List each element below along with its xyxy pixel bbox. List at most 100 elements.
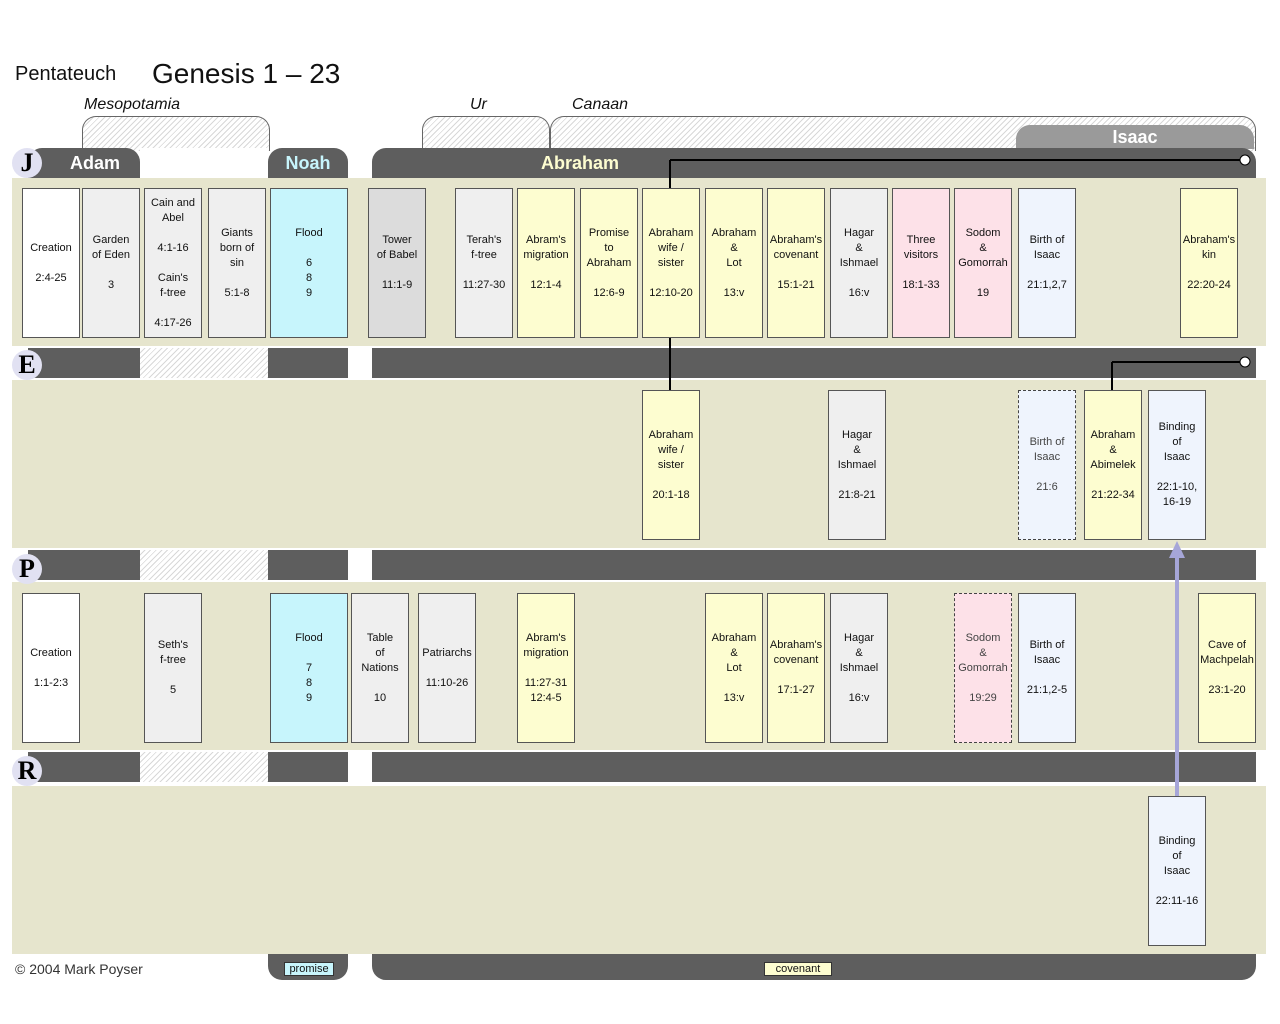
card-title: Abraham's kin xyxy=(1182,234,1236,261)
card-title: Birth of Isaac xyxy=(1029,234,1065,261)
region-box-mesopotamia xyxy=(82,116,270,151)
j-card: Abraham & Lot 13:v xyxy=(705,188,763,338)
source-bar-noah xyxy=(268,550,348,580)
copyright: © 2004 Mark Poyser xyxy=(15,961,143,977)
card-ref: 16:v xyxy=(848,286,870,299)
card-ref: 10 xyxy=(373,691,387,704)
card-ref: 4:17-26 xyxy=(154,316,192,329)
source-bar-left xyxy=(28,348,140,378)
card-title: Abram's migration xyxy=(523,234,569,261)
card-ref: 12:6-9 xyxy=(593,286,625,299)
card-title: Promise to Abraham xyxy=(586,226,632,269)
card-ref: 11:27-31 12:4-5 xyxy=(524,676,568,704)
card-ref: 11:1-9 xyxy=(381,279,413,291)
region-ur: Ur xyxy=(470,96,487,113)
source-bar-hatch xyxy=(140,752,268,782)
source-bar-noah xyxy=(268,348,348,378)
content-band xyxy=(12,786,1266,954)
source-bar-hatch xyxy=(140,550,268,580)
p-card: Sodom & Gomorrah 19:29 xyxy=(954,593,1012,743)
source-bar-abraham xyxy=(372,148,1256,178)
card-ref: 18:1-33 xyxy=(902,279,940,291)
card-ref: 15:1-21 xyxy=(777,279,815,291)
card-title: Hagar & Ishmael xyxy=(839,226,879,269)
card-title: Abraham's covenant xyxy=(769,639,823,666)
card-ref: 16:v xyxy=(848,691,870,704)
region-mesopotamia: Mesopotamia xyxy=(84,96,181,113)
source-bar-hatch xyxy=(140,148,268,178)
page-title: Genesis 1 – 23 xyxy=(152,58,341,89)
band-noah: Noah xyxy=(285,153,331,173)
card-title: Seth's f-tree xyxy=(157,639,189,666)
card-ref: 7 8 9 xyxy=(305,661,313,704)
card-ref: 13:v xyxy=(723,691,745,704)
card-title: Flood xyxy=(295,226,323,239)
card-title: Binding of Isaac xyxy=(1158,834,1196,877)
card-title: Flood xyxy=(295,631,323,644)
source-e: E xyxy=(12,350,42,380)
card-title: Hagar & Ishmael xyxy=(837,428,877,471)
source-bar-noah xyxy=(268,752,348,782)
card-title: Abraham & Abimelek xyxy=(1090,428,1136,471)
source-bar-left xyxy=(28,148,140,178)
card-ref: 19:29 xyxy=(969,691,997,704)
card-ref: 3 xyxy=(107,279,115,291)
card-ref: 12:1-4 xyxy=(530,279,562,291)
card-title: Abram's migration xyxy=(523,631,569,659)
card-title: Creation xyxy=(30,241,72,254)
card-title: Tower of Babel xyxy=(376,234,418,261)
card-title: Sodom & Gomorrah xyxy=(958,631,1008,674)
legend-covenant: covenant xyxy=(764,962,832,976)
p-card: Birth of Isaac 21:1,2-5 xyxy=(1018,593,1076,743)
p-card: Flood 7 8 9 xyxy=(270,593,348,743)
card-title: Abraham & Lot xyxy=(711,631,757,674)
card-title: Patriarchs xyxy=(422,646,472,659)
card-ref: 21:8-21 xyxy=(838,488,876,501)
band-isaac: Isaac xyxy=(1016,125,1254,149)
card-title: Birth of Isaac xyxy=(1029,436,1065,463)
legend-promise: promise xyxy=(284,962,334,976)
card-ref: 1:1-2:3 xyxy=(33,676,69,689)
card-ref: 21:1,2-5 xyxy=(1026,684,1068,696)
card-ref: 13:v xyxy=(723,286,745,299)
card-title: Garden of Eden xyxy=(92,234,130,261)
j-card: Abram's migration 12:1-4 xyxy=(517,188,575,338)
card-ref: 21:6 xyxy=(1036,481,1058,493)
source-p: P xyxy=(12,554,42,584)
card-ref: 6 8 9 xyxy=(305,256,313,299)
card-title: Abraham & Lot xyxy=(711,226,757,269)
card-ref: 11:10-26 xyxy=(425,676,469,689)
e-card: Hagar & Ishmael 21:8-21 xyxy=(828,390,886,540)
card-ref: 23:1-20 xyxy=(1208,684,1246,696)
band-adam: Adam xyxy=(69,153,120,173)
source-r: R xyxy=(12,756,42,786)
source-bar-left xyxy=(28,752,140,782)
p-card: Abraham & Lot 13:v xyxy=(705,593,763,743)
band-abraham: Abraham xyxy=(540,153,620,173)
source-bar-hatch xyxy=(140,348,268,378)
card-ref: 20:1-18 xyxy=(652,488,690,501)
card-ref: 21:22-34 xyxy=(1091,488,1135,501)
card-title: Terah's f-tree xyxy=(466,234,502,261)
e-card: Abraham wife / sister 20:1-18 xyxy=(642,390,700,540)
card-title: Sodom & Gomorrah xyxy=(958,226,1008,269)
j-card: Flood 6 8 9 xyxy=(270,188,348,338)
p-card: Patriarchs 11:10-26 xyxy=(418,593,476,743)
card-ref: 22:11-16 xyxy=(1155,894,1199,907)
card-title: Three visitors xyxy=(903,234,939,261)
p-card: Cave of Machpelah 23:1-20 xyxy=(1198,593,1256,743)
card-title: Cave of Machpelah xyxy=(1200,639,1254,666)
card-ref: 21:1,2,7 xyxy=(1027,279,1067,291)
j-card: Tower of Babel 11:1-9 xyxy=(368,188,426,338)
pentateuch-label: Pentateuch xyxy=(15,63,117,85)
p-card: Abram's migration 11:27-31 12:4-5 xyxy=(517,593,575,743)
source-bar-left xyxy=(28,550,140,580)
card-title: Birth of Isaac xyxy=(1029,639,1065,666)
card-title: Abraham wife / sister xyxy=(648,428,694,471)
